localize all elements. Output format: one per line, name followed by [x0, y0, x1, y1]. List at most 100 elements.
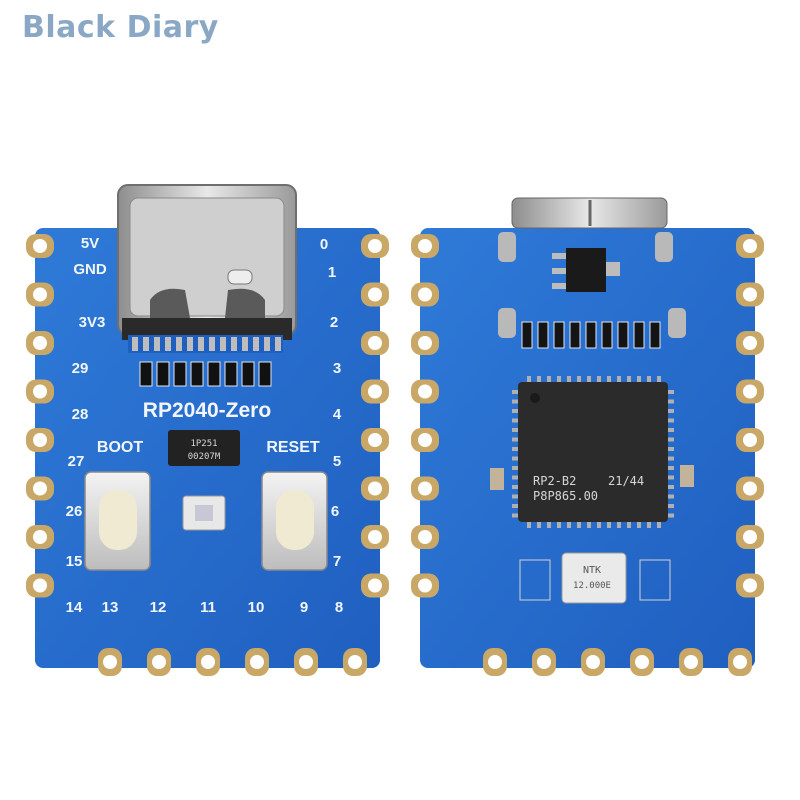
castellated-pad	[736, 234, 764, 258]
mcu-pin	[668, 428, 674, 432]
mcu-pin	[587, 376, 591, 382]
mcu-pin	[617, 376, 621, 382]
mcu-pin	[617, 522, 621, 528]
castellated-pad	[411, 525, 439, 549]
pin-label-left: 29	[72, 360, 89, 377]
mcu-pin	[627, 376, 631, 382]
usb-connector-edge	[511, 197, 668, 229]
smd-pad	[537, 321, 549, 349]
svg-text:RP2-B2: RP2-B2	[533, 474, 576, 488]
smd-pad-row	[139, 361, 272, 387]
pin-label-bottom: 11	[200, 599, 216, 616]
front-right-pads	[361, 234, 389, 598]
mcu-pin	[537, 522, 541, 528]
pin-label-left: 3V3	[79, 314, 106, 331]
mcu-pin	[587, 522, 591, 528]
mcu-pin	[557, 376, 561, 382]
mcu-pin	[567, 376, 571, 382]
mcu-pin	[512, 456, 518, 461]
smd-pad	[617, 321, 629, 349]
castellated-pad	[411, 282, 439, 307]
reset-button	[261, 471, 328, 571]
mcu-pin	[547, 522, 551, 528]
voltage-regulator	[552, 248, 620, 292]
castellated-pad	[736, 428, 764, 452]
castellated-pad	[26, 282, 54, 307]
castellated-pad	[411, 379, 439, 404]
smd-pad	[139, 361, 153, 387]
castellated-pad	[26, 234, 54, 258]
mcu-pin	[657, 376, 661, 382]
smd-pad	[207, 361, 221, 387]
pin-label-right: 4	[333, 406, 342, 423]
mcu-pin	[527, 376, 531, 382]
reset-label: RESET	[266, 439, 320, 456]
castellated-pad	[736, 282, 764, 307]
connector-pin	[198, 337, 204, 351]
mcu-pin	[512, 437, 518, 442]
mcu-pin	[668, 390, 674, 394]
pin-label-left: 15	[66, 553, 83, 570]
back-smd-pad-row	[521, 321, 661, 349]
castellated-pad	[736, 525, 764, 549]
castellated-pad	[361, 282, 389, 307]
smd-pad	[649, 321, 661, 349]
mcu-pin	[657, 522, 661, 528]
connector-pin	[264, 337, 270, 351]
castellated-pad	[411, 234, 439, 258]
mcu-pin	[512, 504, 518, 508]
svg-text:P8P865.00: P8P865.00	[533, 489, 598, 503]
castellated-pad	[343, 648, 367, 676]
pin-label-right: 6	[331, 503, 339, 520]
boot-button	[84, 471, 151, 571]
rgb-led	[182, 495, 226, 531]
castellated-pad	[411, 476, 439, 501]
mcu-pin	[627, 522, 631, 528]
mcu-pin	[637, 522, 641, 528]
svg-text:21/44: 21/44	[608, 474, 644, 488]
back-board: RP2-B2 21/44 P8P865.00 NTK 12.000E	[411, 197, 764, 676]
mcu-pin	[512, 494, 518, 499]
castellated-pad	[411, 573, 439, 598]
castellated-pad	[98, 648, 122, 676]
pin-label-bottom: 9	[300, 599, 308, 616]
mcu-pin	[668, 418, 674, 423]
pin-label-right: 7	[333, 553, 341, 570]
svg-text:12.000E: 12.000E	[573, 581, 611, 591]
mcu-pin	[607, 522, 611, 528]
castellated-pad	[581, 648, 605, 676]
castellated-pad	[736, 331, 764, 355]
castellated-pad	[736, 573, 764, 598]
boot-label: BOOT	[97, 439, 143, 456]
smd-pad	[553, 321, 565, 349]
castellated-pad	[26, 573, 54, 598]
mcu-pin	[512, 399, 518, 404]
castellated-pad	[630, 648, 654, 676]
rp2040-mcu: RP2-B2 21/44 P8P865.00	[512, 376, 674, 528]
connector-pin	[253, 337, 259, 351]
castellated-pad	[26, 476, 54, 501]
castellated-pad	[361, 331, 389, 355]
connector-pin	[275, 337, 281, 351]
connector-pin	[209, 337, 215, 351]
connector-pin	[231, 337, 237, 351]
mcu-pin	[668, 399, 674, 404]
castellated-pad	[147, 648, 171, 676]
smd-pad	[569, 321, 581, 349]
castellated-pad	[361, 234, 389, 258]
mcu-pin	[512, 428, 518, 432]
smd-passives	[490, 232, 694, 490]
castellated-pad	[679, 648, 703, 676]
smd-pad	[601, 321, 613, 349]
pin-label-bottom: 13	[102, 599, 119, 616]
connector-pin	[220, 337, 226, 351]
mcu-pin	[512, 447, 518, 451]
mcu-pin	[512, 475, 518, 480]
castellated-pad	[26, 525, 54, 549]
castellated-pad	[361, 476, 389, 501]
connector-pins	[128, 335, 283, 353]
svg-text:1P251: 1P251	[190, 439, 217, 449]
castellated-pad	[483, 648, 507, 676]
mcu-pin	[567, 522, 571, 528]
